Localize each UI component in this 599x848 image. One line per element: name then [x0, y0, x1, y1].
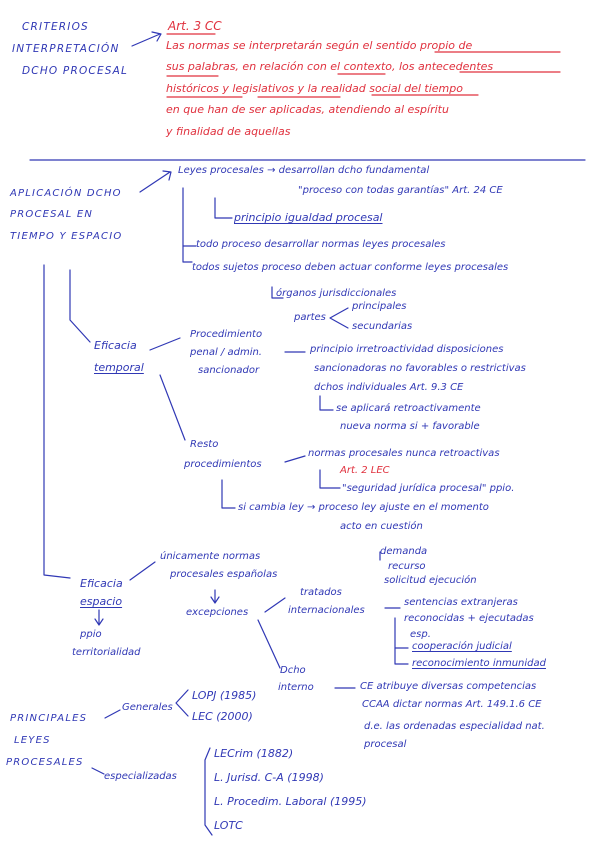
arrow-criterios: [131, 31, 162, 47]
ley-lopj: LOPJ (1985): [192, 689, 257, 702]
bracket-leyes: [182, 187, 193, 263]
criterios-line-3: históricos y legislativos y la realidad …: [166, 82, 463, 95]
partes-secundarias: secundarias: [352, 321, 413, 332]
eficacia-temporal-2: temporal: [94, 361, 144, 374]
art-2-lec: Art. 2 LEC: [340, 465, 390, 476]
leyes-procesales: Leyes procesales → desarrollan dcho fund…: [178, 165, 430, 176]
ppio-1: ppio: [80, 629, 102, 640]
bracket-especializadas: [204, 747, 213, 836]
seguridad-juridica: "seguridad jurídica procesal" ppio.: [342, 483, 515, 494]
unicamente-1: únicamente normas: [160, 551, 261, 562]
normas-nunca: normas procesales nunca retroactivas: [308, 448, 500, 459]
principio-igualdad: principio igualdad procesal: [234, 211, 383, 224]
eficacia-temporal-1: Eficacia: [94, 339, 137, 352]
article-ref: Art. 3 CC: [168, 19, 222, 33]
leyes-heading-3: PROCESALES: [6, 757, 84, 768]
irretro-3: dchos individuales Art. 9.3 CE: [314, 382, 464, 393]
ley-lotc: LOTC: [214, 819, 243, 832]
especialidades-1: d.e. las ordenadas especialidad nat.: [364, 721, 545, 732]
dcho-interno-2: interno: [278, 682, 314, 693]
aplicacion-heading-2: PROCESAL EN: [10, 209, 94, 220]
arrow-dcho-interno: [257, 619, 281, 669]
proc-penal-2: penal / admin.: [190, 347, 262, 358]
ley-lrjs: L. Procedim. Laboral (1995): [214, 795, 367, 808]
unicamente-2: procesales españolas: [170, 569, 278, 580]
cooperacion-judicial: cooperación judicial: [412, 641, 512, 652]
proceso-garantias: "proceso con todas garantías" Art. 24 CE: [298, 185, 503, 196]
territorialidad: territorialidad: [72, 647, 141, 658]
aplicacion-heading-3: TIEMPO Y ESPACIO: [10, 231, 123, 242]
generales-label: Generales: [122, 702, 173, 713]
criterios-line-1: Las normas se interpretarán según el sen…: [166, 39, 473, 52]
organos-jurisdiccionales: órganos jurisdiccionales: [276, 288, 397, 299]
ley-ljca: L. Jurisd. C-A (1998): [214, 771, 324, 784]
spine-main: [43, 264, 71, 579]
especializadas-label: especializadas: [104, 771, 177, 782]
se-aplicara-2: nueva norma si + favorable: [340, 421, 480, 432]
proc-penal-1: Procedimiento: [190, 329, 263, 340]
resto-1: Resto: [190, 439, 219, 450]
tratados-1: tratados: [300, 587, 342, 598]
ley-lec: LEC (2000): [192, 710, 253, 723]
se-aplicara-1: se aplicará retroactivamente: [336, 403, 481, 414]
arrow-unicamente: [129, 561, 156, 581]
proc-penal-3: sancionador: [198, 365, 260, 376]
arrow-proc-penal: [149, 337, 181, 351]
criterios-line-5: y finalidad de aquellas: [166, 125, 291, 138]
arrow-normas-nunca: [284, 455, 306, 463]
criterios-heading-3: DCHO PROCESAL: [22, 65, 129, 77]
ley-lecrim: LECrim (1882): [214, 747, 294, 760]
solicitud-ejecucion: solicitud ejecución: [384, 575, 477, 586]
recurso: recurso: [388, 561, 426, 572]
bracket-coop: [394, 617, 409, 665]
leyes-heading-1: PRINCIPALES: [10, 713, 88, 724]
criterios-heading-2: INTERPRETACIÓN: [12, 43, 120, 55]
arrow-organos: [271, 286, 284, 299]
branch-temporal: [69, 269, 91, 343]
arrow-tratados: [264, 597, 286, 613]
sentencias-1: sentencias extranjeras: [404, 597, 518, 608]
especialidades-2: procesal: [364, 739, 407, 750]
partes: partes: [294, 312, 326, 323]
resto-2: procedimientos: [184, 459, 262, 470]
reconocimiento-inmunidad: reconocimiento inmunidad: [412, 658, 546, 669]
acto-cuestion: acto en cuestión: [340, 521, 423, 532]
demanda: demanda: [380, 546, 428, 557]
arrow-especializadas: [91, 767, 105, 775]
arrow-resto: [159, 374, 186, 441]
aplicacion-heading-1: APLICACIÓN DCHO: [10, 188, 122, 199]
irretro-2: sancionadoras no favorables o restrictiv…: [314, 363, 526, 374]
arrow-excepciones: [210, 589, 220, 604]
eficacia-espacio-2: espacio: [80, 595, 123, 608]
arrow-ppio: [94, 609, 104, 626]
leyes-heading-2: LEYES: [14, 735, 51, 746]
arrow-se-aplicara: [319, 395, 334, 411]
arrow-seguridad: [319, 469, 341, 489]
criterios-heading-1: CRITERIOS: [22, 21, 89, 33]
sentencias-2: reconocidas + ejecutadas: [404, 613, 534, 624]
eficacia-espacio-1: Eficacia: [80, 577, 123, 590]
todos-sujetos: todos sujetos proceso deben actuar confo…: [192, 262, 509, 273]
sentencias-3: esp.: [410, 629, 431, 640]
bracket-generales: [175, 689, 189, 717]
irretro-1: principio irretroactividad disposiciones: [310, 344, 504, 355]
arrow-si-cambia: [221, 479, 236, 509]
criterios-line-2: sus palabras, en relación con el context…: [166, 60, 494, 73]
partes-principales: principales: [352, 301, 407, 312]
ccaa-normas: CCAA dictar normas Art. 149.1.6 CE: [362, 699, 542, 710]
criterios-line-4: en que han de ser aplicadas, atendiendo …: [166, 103, 449, 116]
si-cambia-ley: si cambia ley → proceso ley ajuste en el…: [238, 502, 489, 513]
arrow-igualdad: [214, 197, 233, 219]
dcho-interno-1: Dcho: [280, 665, 306, 676]
arrow-leyes: [139, 170, 172, 193]
excepciones: excepciones: [186, 607, 249, 618]
todo-proceso: todo proceso desarrollar normas leyes pr…: [196, 239, 446, 250]
arrow-generales: [104, 709, 121, 719]
ce-atribuye: CE atribuye diversas competencias: [360, 681, 537, 692]
bracket-partes: [329, 307, 349, 329]
tratados-2: internacionales: [288, 605, 365, 616]
